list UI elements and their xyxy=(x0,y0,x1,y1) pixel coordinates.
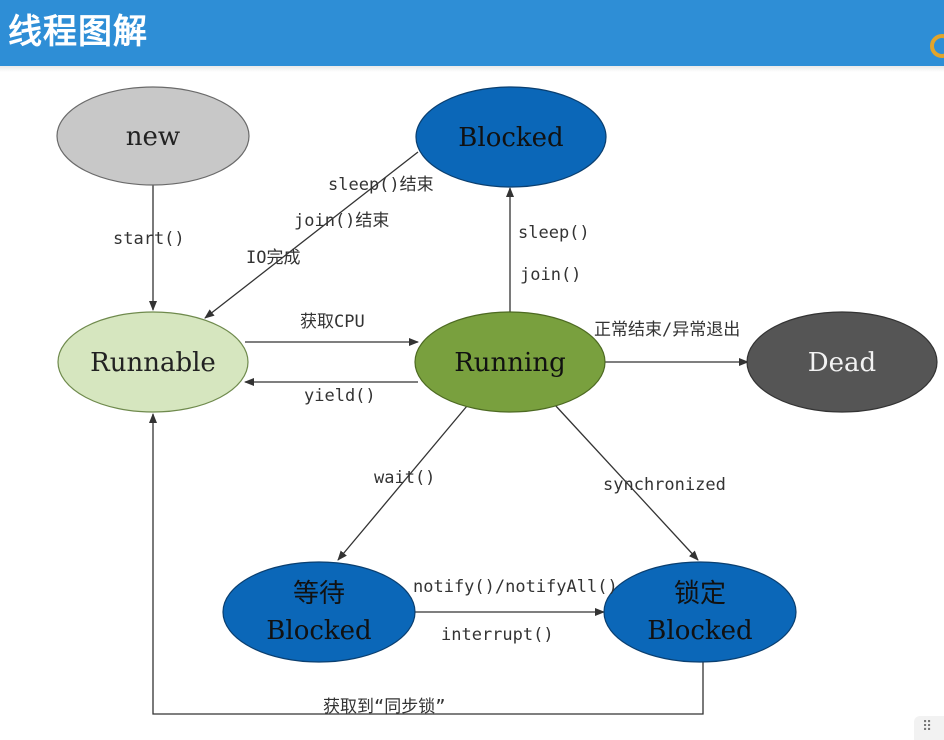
edge-running-to-locked xyxy=(554,404,699,561)
slide-title: 线程图解 xyxy=(8,12,148,52)
edge-label-sleep-end: sleep()结束 xyxy=(328,175,434,195)
edge-label-join: join() xyxy=(520,265,581,285)
edge-label-interrupt: interrupt() xyxy=(441,625,554,645)
edge-label-yield: yield() xyxy=(304,386,376,406)
state-new xyxy=(56,86,250,186)
logo-icon xyxy=(930,34,944,58)
edge-locked-to-runnable xyxy=(149,413,704,715)
edge-running-to-waiting xyxy=(337,399,473,561)
state-runnable xyxy=(57,311,249,413)
edge-label-start: start() xyxy=(113,229,185,249)
state-new-label: new xyxy=(126,122,180,152)
edge-label-wait: wait() xyxy=(374,468,435,488)
edge-label-get-cpu: 获取CPU xyxy=(300,312,365,332)
state-runnable-label: Runnable xyxy=(90,348,216,378)
state-waiting-label-en: Blocked xyxy=(266,616,371,646)
state-blocked-top xyxy=(415,86,607,188)
state-running-label: Running xyxy=(454,348,566,378)
edge-label-sleep: sleep() xyxy=(518,223,590,243)
state-dead-label: Dead xyxy=(808,348,876,378)
title-bar: 线程图解 xyxy=(0,0,944,66)
title-divider xyxy=(0,66,944,72)
state-locked-label-en: Blocked xyxy=(647,616,752,646)
edge-label-get-lock: 获取到“同步锁” xyxy=(323,697,445,717)
state-locked-label-cn: 锁定 xyxy=(674,579,726,609)
edge-label-synchronized: synchronized xyxy=(603,475,726,495)
state-running xyxy=(414,311,606,413)
edge-blocked-to-runnable xyxy=(204,151,419,319)
edge-label-join-end: join()结束 xyxy=(294,211,389,231)
edge-label-notify: notify()/notifyAll() xyxy=(413,577,618,597)
state-waiting-label-cn: 等待 xyxy=(293,579,345,609)
state-waiting xyxy=(222,561,416,663)
state-locked xyxy=(603,561,797,663)
state-dead xyxy=(746,311,938,413)
edge-label-normal-exit: 正常结束/异常退出 xyxy=(594,320,740,340)
grip-widget[interactable]: ⠿ xyxy=(914,716,944,740)
edge-label-io-done: IO完成 xyxy=(246,248,300,268)
state-blocked-top-label: Blocked xyxy=(458,123,563,153)
grip-icon: ⠿ xyxy=(922,719,933,735)
